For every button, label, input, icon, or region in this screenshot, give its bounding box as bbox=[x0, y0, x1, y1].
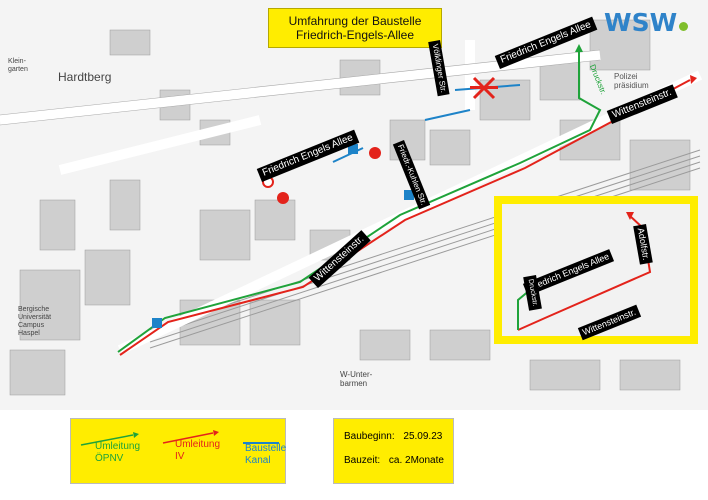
district-label: Hardtberg bbox=[58, 70, 112, 84]
legend-iv-line1: Umleitung bbox=[175, 439, 221, 450]
wsw-logo: WSW bbox=[604, 8, 696, 38]
legend-box: Umleitung ÖPNV Umleitung IV Baustelle Ka… bbox=[70, 418, 286, 484]
campus-label: Bergische Universität Campus Haspel bbox=[18, 306, 52, 337]
legend-kanal-line1: Baustelle bbox=[245, 443, 287, 454]
map-title-line2: Friedrich-Engels-Allee bbox=[295, 28, 415, 42]
info-start-label: Baubeginn: bbox=[344, 431, 395, 442]
legend-oepnv-line1: Umleitung bbox=[95, 441, 141, 452]
kleingarten-label: Klein- garten bbox=[8, 58, 28, 73]
polizei-label: Polizei präsidium bbox=[614, 72, 649, 90]
legend-oepnv: Umleitung ÖPNV bbox=[95, 441, 140, 465]
map-title-box: Umfahrung der Baustelle Friedrich-Engels… bbox=[268, 8, 442, 48]
inset-frame bbox=[494, 196, 698, 344]
route-iv-arrowhead bbox=[690, 75, 697, 84]
bus-stop-icon bbox=[152, 144, 414, 328]
legend-iv-line2: IV bbox=[175, 451, 185, 462]
info-duration-value: ca. 2Monate bbox=[388, 455, 444, 466]
map-title-line1: Umfahrung der Baustelle bbox=[288, 14, 422, 28]
info-start-value: 25.09.23 bbox=[403, 431, 443, 442]
legend-kanal: Baustelle Kanal bbox=[245, 443, 286, 467]
construction-info-box: Baubeginn: 25.09.23 Bauzeit: ca. 2Monate bbox=[333, 418, 454, 484]
info-start-row: Baubeginn: 25.09.23 bbox=[344, 431, 442, 442]
building-blocks bbox=[9, 19, 691, 396]
unterbarmen-label: W-Unter- barmen bbox=[340, 370, 373, 388]
route-oepnv bbox=[117, 50, 602, 353]
info-duration-label: Bauzeit: bbox=[344, 455, 381, 466]
wsw-logo-dot-icon bbox=[679, 22, 689, 31]
wsw-logo-text: WSW bbox=[604, 8, 678, 37]
legend-oepnv-line2: ÖPNV bbox=[95, 453, 124, 464]
info-duration-row: Bauzeit: ca. 2Monate bbox=[344, 455, 444, 466]
route-oepnv-arrowhead bbox=[575, 44, 583, 52]
legend-iv: Umleitung IV bbox=[175, 439, 220, 463]
legend-swatches bbox=[80, 430, 279, 446]
road-closure-icon bbox=[470, 76, 498, 100]
legend-kanal-line2: Kanal bbox=[245, 455, 271, 466]
